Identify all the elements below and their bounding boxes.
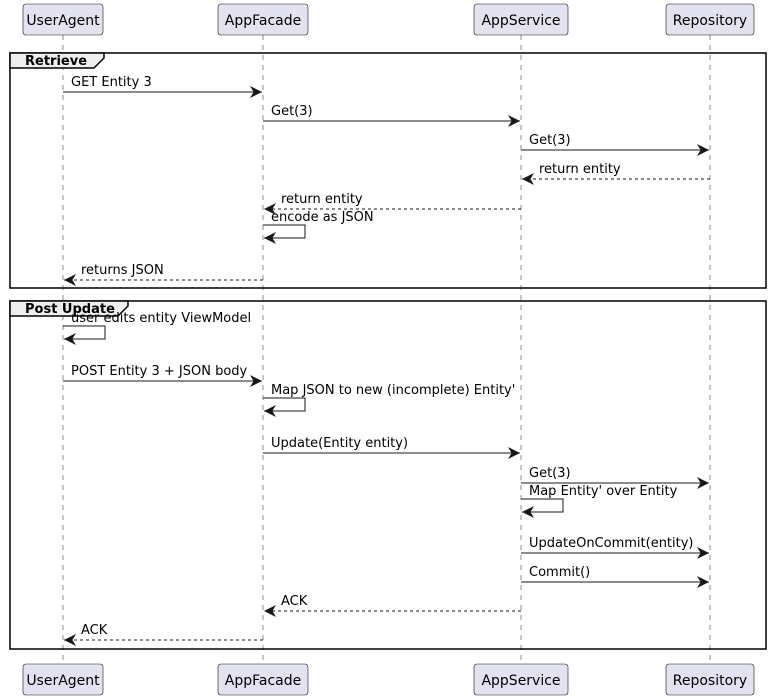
message: return entity [522,162,710,185]
message-label: Map JSON to new (incomplete) Entity' [271,383,515,398]
message-label: ACK [81,623,108,638]
participant-label: UserAgent [26,13,100,29]
message-label: Get(3) [529,133,571,148]
message: Map Entity' over Entity [521,484,678,518]
message-label: user edits entity ViewModel [71,311,251,326]
participant-appservice-top: AppService [473,3,569,36]
group-label: Retrieve [25,54,87,69]
group-label: Post Update [25,302,115,317]
participant-label: Repository [673,673,747,689]
message-label: Map Entity' over Entity [529,484,678,499]
participant-label: Repository [673,13,747,29]
participant-repository-top: Repository [665,3,755,36]
participant-repository-bottom: Repository [665,663,755,696]
message-label: return entity [539,162,621,177]
group-frame-retrieve: Retrieve [9,52,767,289]
message: GET Entity 3 [63,75,262,98]
participant-label: AppService [481,673,560,689]
message-label: returns JSON [81,263,164,278]
message-label: Update(Entity entity) [271,436,408,451]
message-label: return entity [281,192,363,207]
message: Map JSON to new (incomplete) Entity' [263,383,515,417]
message: ACK [64,623,263,646]
message: Get(3) [521,133,709,156]
message: Get(3) [521,466,709,489]
message: encode as JSON [263,210,374,244]
message-label: POST Entity 3 + JSON body [71,364,248,379]
message: ACK [264,594,521,617]
participant-appservice-bottom: AppService [473,663,569,696]
participant-label: UserAgent [26,673,100,689]
message-label: UpdateOnCommit(entity) [529,536,694,551]
participant-appfacade-bottom: AppFacade [217,663,309,696]
message: Commit() [521,565,709,588]
message-label: Get(3) [271,104,313,119]
message: UpdateOnCommit(entity) [521,536,709,559]
participant-useragent-bottom: UserAgent [22,663,104,696]
message-label: encode as JSON [271,210,374,225]
message: return entity [264,192,521,215]
participant-useragent-top: UserAgent [22,3,104,36]
message-label: Get(3) [529,466,571,481]
message: Get(3) [263,104,520,127]
message: POST Entity 3 + JSON body [63,364,262,387]
participant-appfacade-top: AppFacade [217,3,309,36]
group-frame-post-update: Post Update [9,300,767,650]
message: Update(Entity entity) [263,436,520,459]
message-label: GET Entity 3 [71,75,152,90]
message: returns JSON [64,263,263,286]
message-label: Commit() [529,565,590,580]
message: user edits entity ViewModel [63,311,251,345]
participant-label: AppFacade [225,13,301,29]
message-label: ACK [281,594,308,609]
participant-label: AppService [481,13,560,29]
participant-label: AppFacade [225,673,301,689]
